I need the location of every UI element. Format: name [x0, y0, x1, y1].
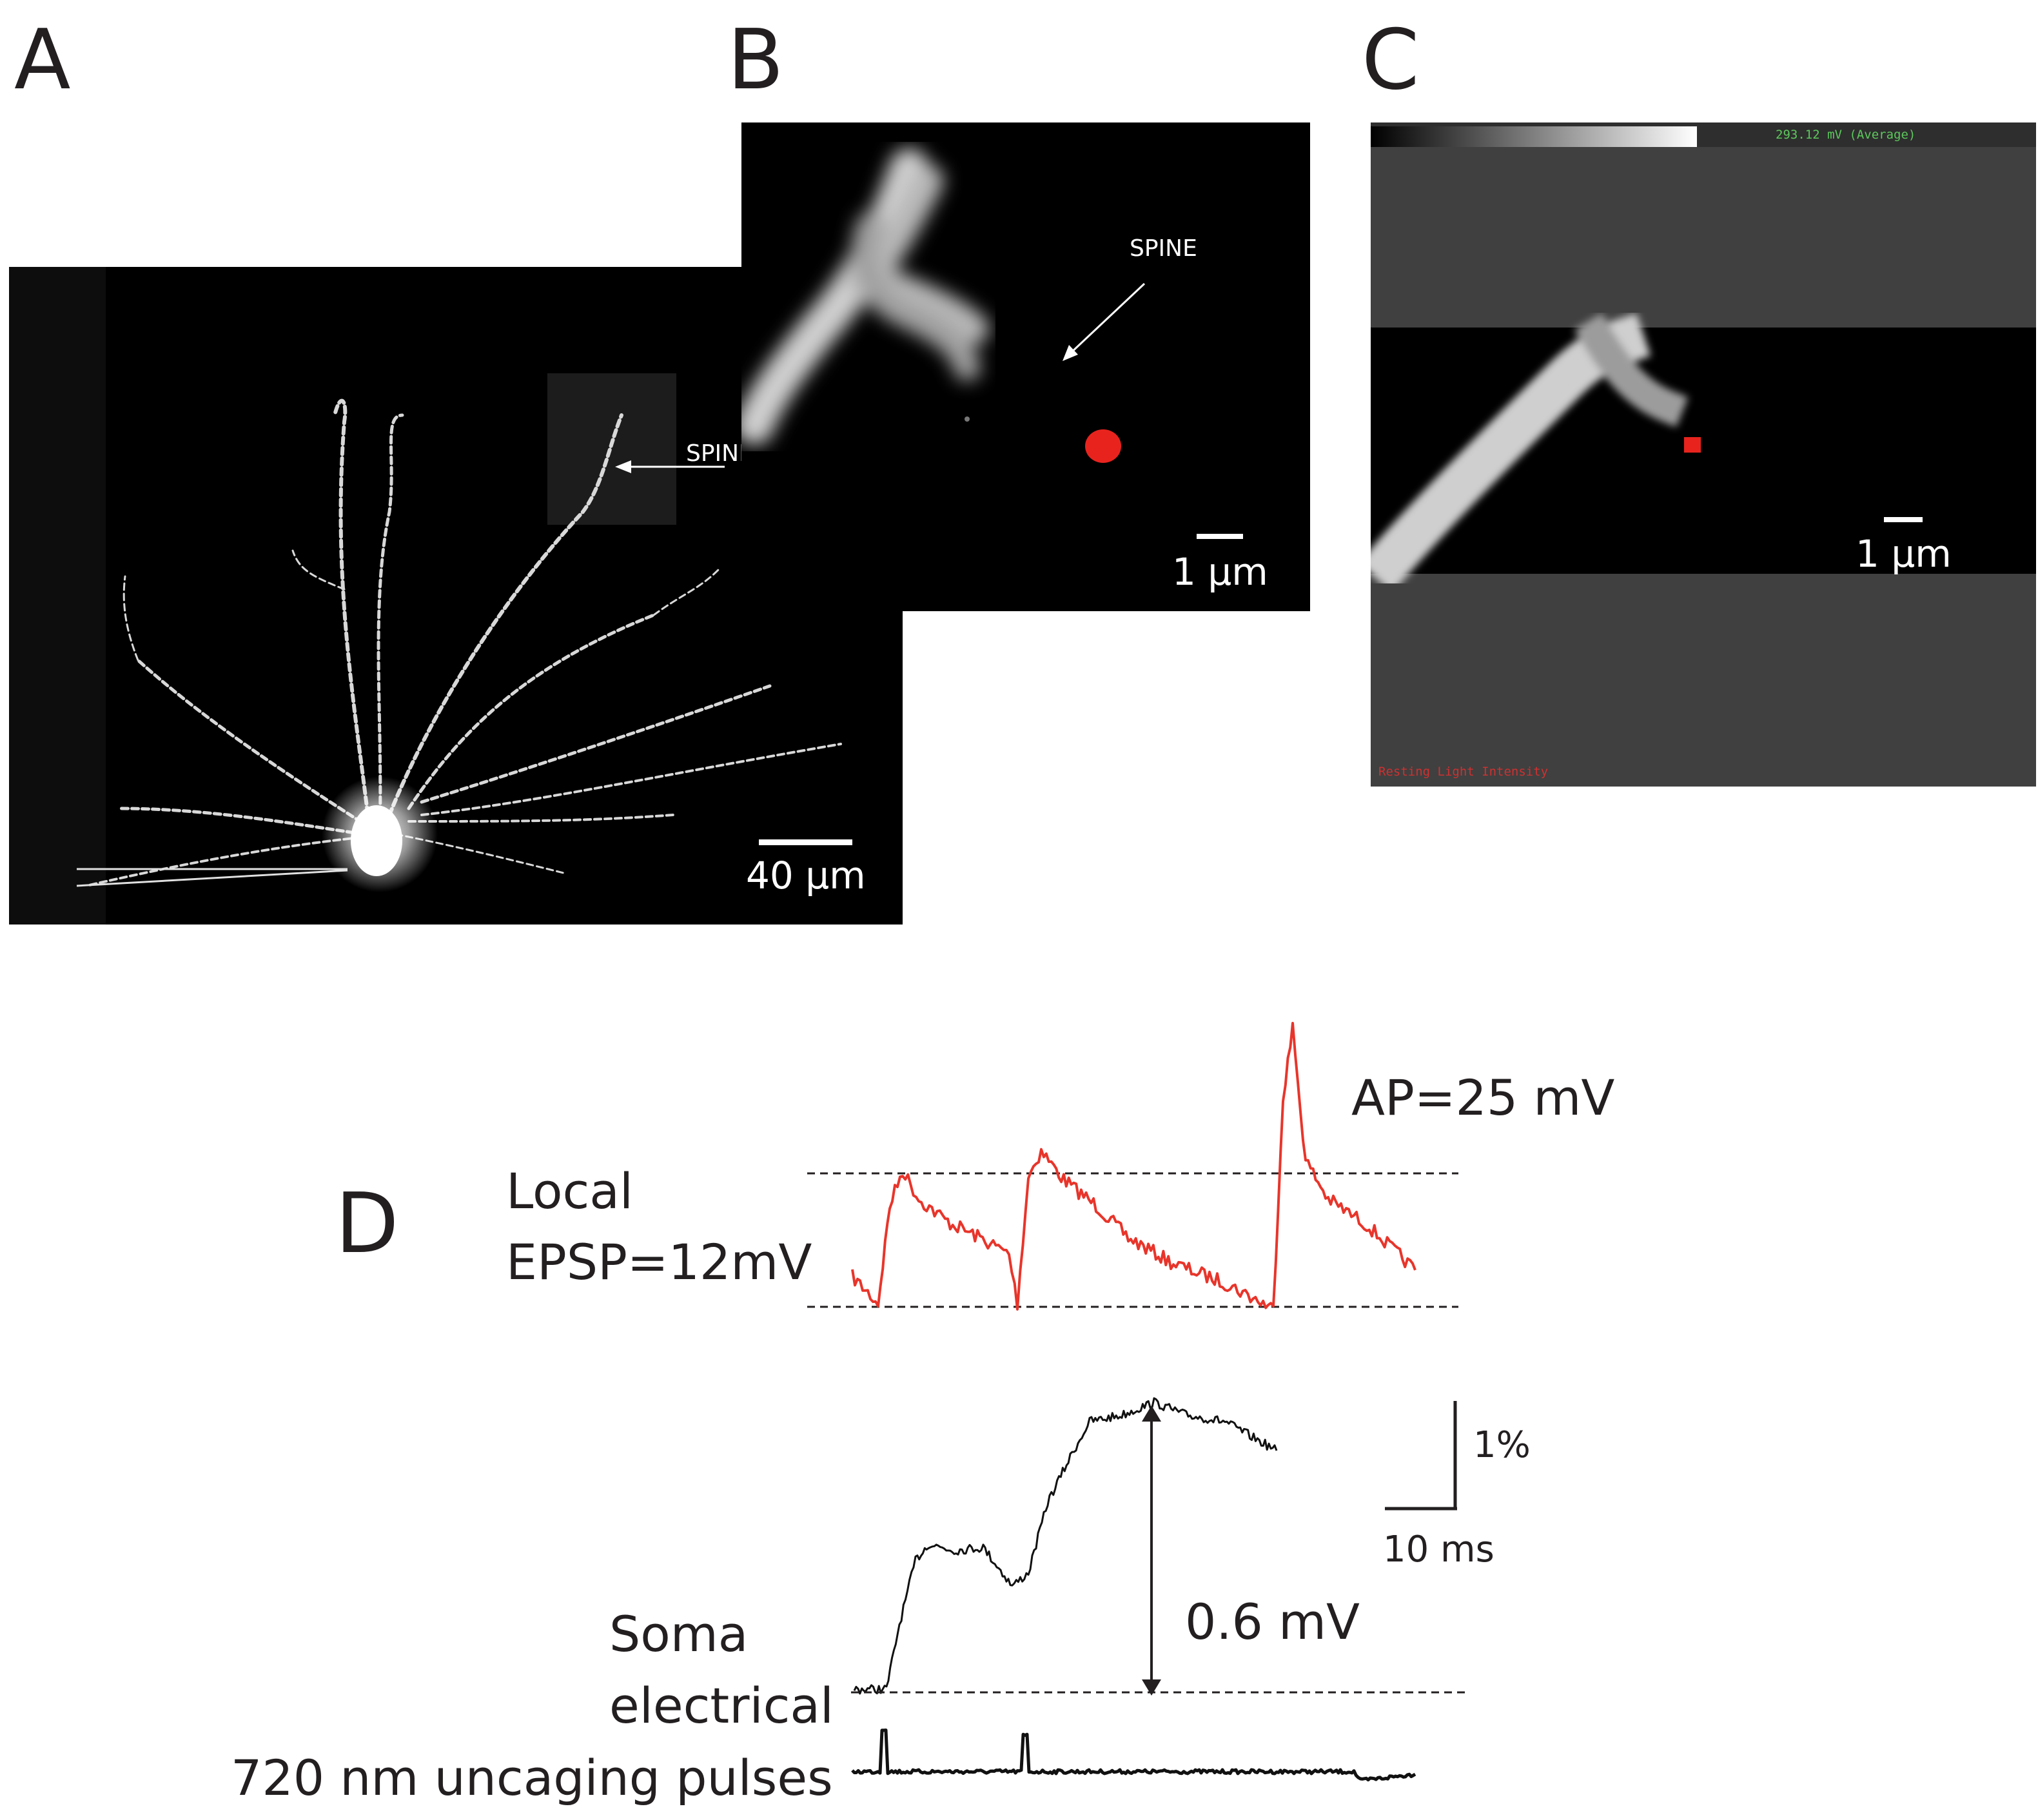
soma-label-line-1: Soma [609, 1605, 749, 1663]
scale-bar-b [1197, 534, 1243, 539]
local-epsp-trace [851, 1022, 1416, 1311]
ap-label: AP=25 mV [1351, 1069, 1615, 1126]
intensity-readout: Resting Light Intensity [1378, 765, 1549, 779]
local-label-line-1: Local [506, 1162, 633, 1220]
uncaging-spot-c [1684, 437, 1701, 453]
uncaging-spot-b [1085, 429, 1121, 463]
spine-annotation-b: SPINE [1130, 235, 1197, 262]
zoom-region-box [547, 373, 676, 525]
panel-letter-a: A [14, 12, 71, 108]
local-label-line-2: EPSP=12mV [506, 1233, 812, 1291]
spine-arrow-b [1068, 282, 1146, 356]
soma-label-line-2: electrical [609, 1677, 834, 1734]
uncaging-pulses-label: 720 nm uncaging pulses [231, 1749, 833, 1806]
panel-b-spine-image: SPINE 1 μm [741, 122, 1310, 611]
scale-y-label: 1% [1473, 1424, 1531, 1466]
scale-x-label: 10 ms [1383, 1529, 1494, 1570]
scale-bar-a [759, 839, 852, 845]
scale-label-c: 1 μm [1856, 532, 1952, 576]
scale-bar-c [1884, 517, 1923, 522]
neuron-illustration [9, 267, 852, 925]
panel-c-imaging-window: 293.12 mV (Average) Resting Light Intens… [1371, 122, 2036, 787]
scale-label-a: 40 μm [746, 854, 866, 897]
panel-letter-c: C [1362, 12, 1420, 108]
scale-bar-d [1385, 1401, 1457, 1511]
panel-letter-d: D [335, 1176, 399, 1272]
intensity-colorbar [1371, 126, 1697, 147]
uncaging-pulses-trace [851, 1728, 1416, 1782]
panel-letter-b: B [727, 12, 784, 108]
amplitude-label: 0.6 mV [1185, 1593, 1360, 1650]
scale-label-b: 1 μm [1172, 550, 1268, 594]
voltage-readout: 293.12 mV (Average) [1776, 128, 1916, 142]
